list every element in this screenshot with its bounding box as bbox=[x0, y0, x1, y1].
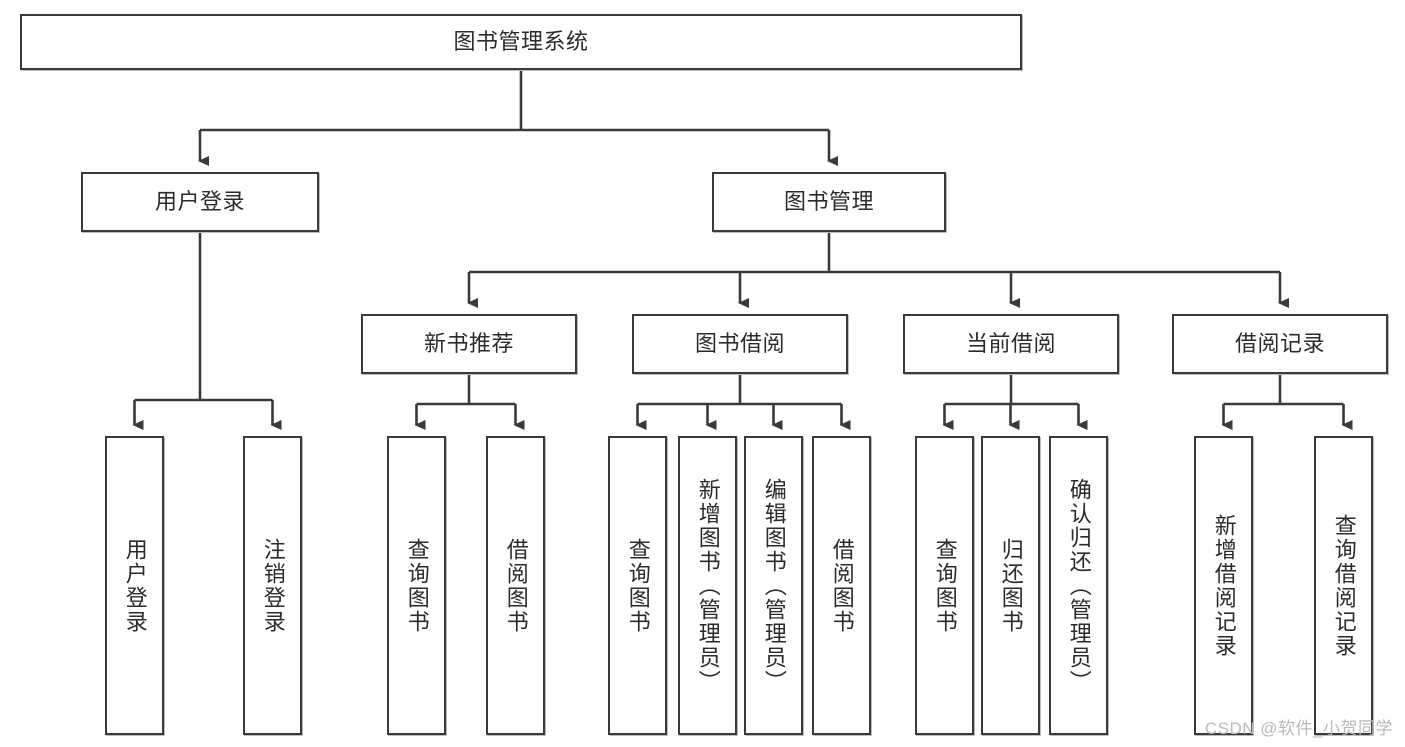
node-n-new-book-rec[interactable]: 新书推荐 bbox=[361, 314, 577, 374]
node-n-book-borrow[interactable]: 图书借阅 bbox=[632, 314, 848, 374]
node-label: 借阅图书 bbox=[503, 537, 529, 634]
connector-lines bbox=[132, 70, 1353, 430]
node-l-bb-borrow[interactable]: 借阅图书 bbox=[812, 436, 871, 735]
node-label: 图书借阅 bbox=[694, 331, 785, 357]
node-l-bb-query[interactable]: 查询图书 bbox=[608, 436, 667, 735]
node-label: 编辑图书（管理员） bbox=[761, 477, 787, 694]
node-label: 新增图书（管理员） bbox=[695, 477, 721, 694]
node-l-cb-return[interactable]: 归还图书 bbox=[981, 436, 1040, 735]
node-label: 当前借阅 bbox=[965, 331, 1056, 357]
node-label: 图书管理 bbox=[783, 189, 874, 215]
node-label: 用户登录 bbox=[154, 189, 245, 215]
node-label: 归还图书 bbox=[998, 537, 1024, 634]
node-l-nb-query[interactable]: 查询图书 bbox=[387, 436, 446, 735]
node-l-user-login[interactable]: 用户登录 bbox=[105, 436, 164, 735]
node-label: 查询图书 bbox=[625, 537, 651, 634]
node-l-br-add[interactable]: 新增借阅记录 bbox=[1194, 436, 1253, 735]
node-root[interactable]: 图书管理系统 bbox=[20, 14, 1022, 70]
node-n-cur-borrow[interactable]: 当前借阅 bbox=[903, 314, 1119, 374]
node-label: 查询借阅记录 bbox=[1331, 513, 1357, 658]
node-label: 查询图书 bbox=[404, 537, 430, 634]
node-l-user-logout[interactable]: 注销登录 bbox=[243, 436, 302, 735]
node-l-bb-add[interactable]: 新增图书（管理员） bbox=[678, 436, 737, 735]
node-n-borrow-rec[interactable]: 借阅记录 bbox=[1172, 314, 1388, 374]
node-label: 借阅图书 bbox=[829, 537, 855, 634]
node-n-book-mgmt[interactable]: 图书管理 bbox=[712, 172, 946, 232]
node-l-cb-query[interactable]: 查询图书 bbox=[915, 436, 974, 735]
node-label: 用户登录 bbox=[122, 537, 148, 634]
node-label: 新书推荐 bbox=[423, 331, 514, 357]
node-label: 新增借阅记录 bbox=[1211, 513, 1237, 658]
node-n-user-login[interactable]: 用户登录 bbox=[81, 172, 319, 232]
node-l-cb-confirm[interactable]: 确认归还（管理员） bbox=[1049, 436, 1108, 735]
node-label: 借阅记录 bbox=[1234, 331, 1325, 357]
node-label: 确认归还（管理员） bbox=[1066, 477, 1092, 694]
node-l-bb-edit[interactable]: 编辑图书（管理员） bbox=[744, 436, 803, 735]
node-l-nb-borrow[interactable]: 借阅图书 bbox=[486, 436, 545, 735]
node-label: 查询图书 bbox=[932, 537, 958, 634]
node-label: 注销登录 bbox=[260, 537, 286, 634]
node-l-br-query[interactable]: 查询借阅记录 bbox=[1314, 436, 1373, 735]
node-label: 图书管理系统 bbox=[453, 29, 589, 55]
